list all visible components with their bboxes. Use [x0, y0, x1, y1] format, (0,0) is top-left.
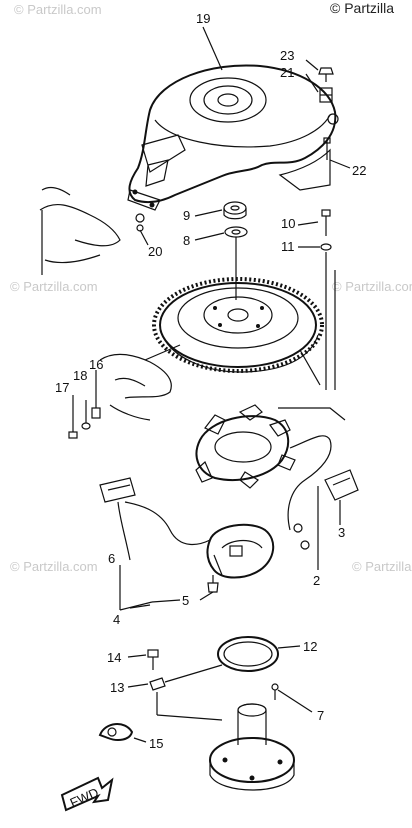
pulser-coil: [206, 523, 275, 579]
callout-16: 16: [89, 357, 103, 372]
watermark-mid-left: © Partzilla.com: [10, 279, 98, 294]
flywheel-cover: [127, 64, 339, 211]
washer-8: [224, 226, 248, 238]
bolt-23: [318, 67, 334, 82]
connector-6: [99, 477, 136, 503]
collar-16: [91, 370, 101, 419]
callout-15: 15: [149, 736, 163, 751]
screw-22: [323, 137, 331, 160]
callout-9: 9: [183, 208, 190, 223]
washer-11: [320, 243, 332, 251]
callout-22: 22: [352, 163, 366, 178]
callout-2: 2: [313, 573, 320, 588]
connector-3: [324, 469, 359, 501]
watermark-top-left: © Partzilla.com: [14, 2, 102, 17]
bolt-14: [147, 649, 159, 670]
callout-12: 12: [303, 639, 317, 654]
callout-20: 20: [148, 244, 162, 259]
watermark-low-left: © Partzilla.com: [10, 559, 98, 574]
oil-seal-12: [217, 636, 279, 672]
watermark-low-right: © Partzilla.com: [352, 559, 412, 574]
collar-21: [319, 87, 333, 103]
retainer-base-7: [209, 683, 295, 791]
wire-harness-upper-left: [39, 186, 145, 275]
callout-7: 7: [317, 708, 324, 723]
washer-18: [81, 400, 91, 430]
callout-8: 8: [183, 233, 190, 248]
clip-15: [98, 723, 134, 741]
clamp-13: [149, 677, 166, 691]
bolt-10: [321, 209, 331, 236]
fwd-arrow: FWD: [60, 776, 114, 812]
callout-6: 6: [108, 551, 115, 566]
flywheel: [152, 277, 324, 373]
callout-4: 4: [113, 612, 120, 627]
callout-18: 18: [73, 368, 87, 383]
screw-17: [68, 400, 78, 439]
stator-coil: [195, 404, 296, 489]
watermark-mid-right: © Partzilla.com: [332, 279, 412, 294]
callout-14: 14: [107, 650, 121, 665]
callout-5: 5: [182, 593, 189, 608]
screw-5: [207, 575, 219, 593]
wire-harness-mid-left: [99, 344, 181, 421]
nut-9: [223, 201, 247, 220]
callout-19: 19: [196, 11, 210, 26]
callout-13: 13: [110, 680, 124, 695]
callout-17: 17: [55, 380, 69, 395]
callout-3: 3: [338, 525, 345, 540]
callout-10: 10: [281, 216, 295, 231]
copyright-text: © Partzilla: [330, 0, 394, 16]
fwd-label: FWD: [68, 785, 101, 811]
callout-11: 11: [281, 239, 295, 254]
callout-21: 21: [280, 65, 294, 80]
callout-23: 23: [280, 48, 294, 63]
